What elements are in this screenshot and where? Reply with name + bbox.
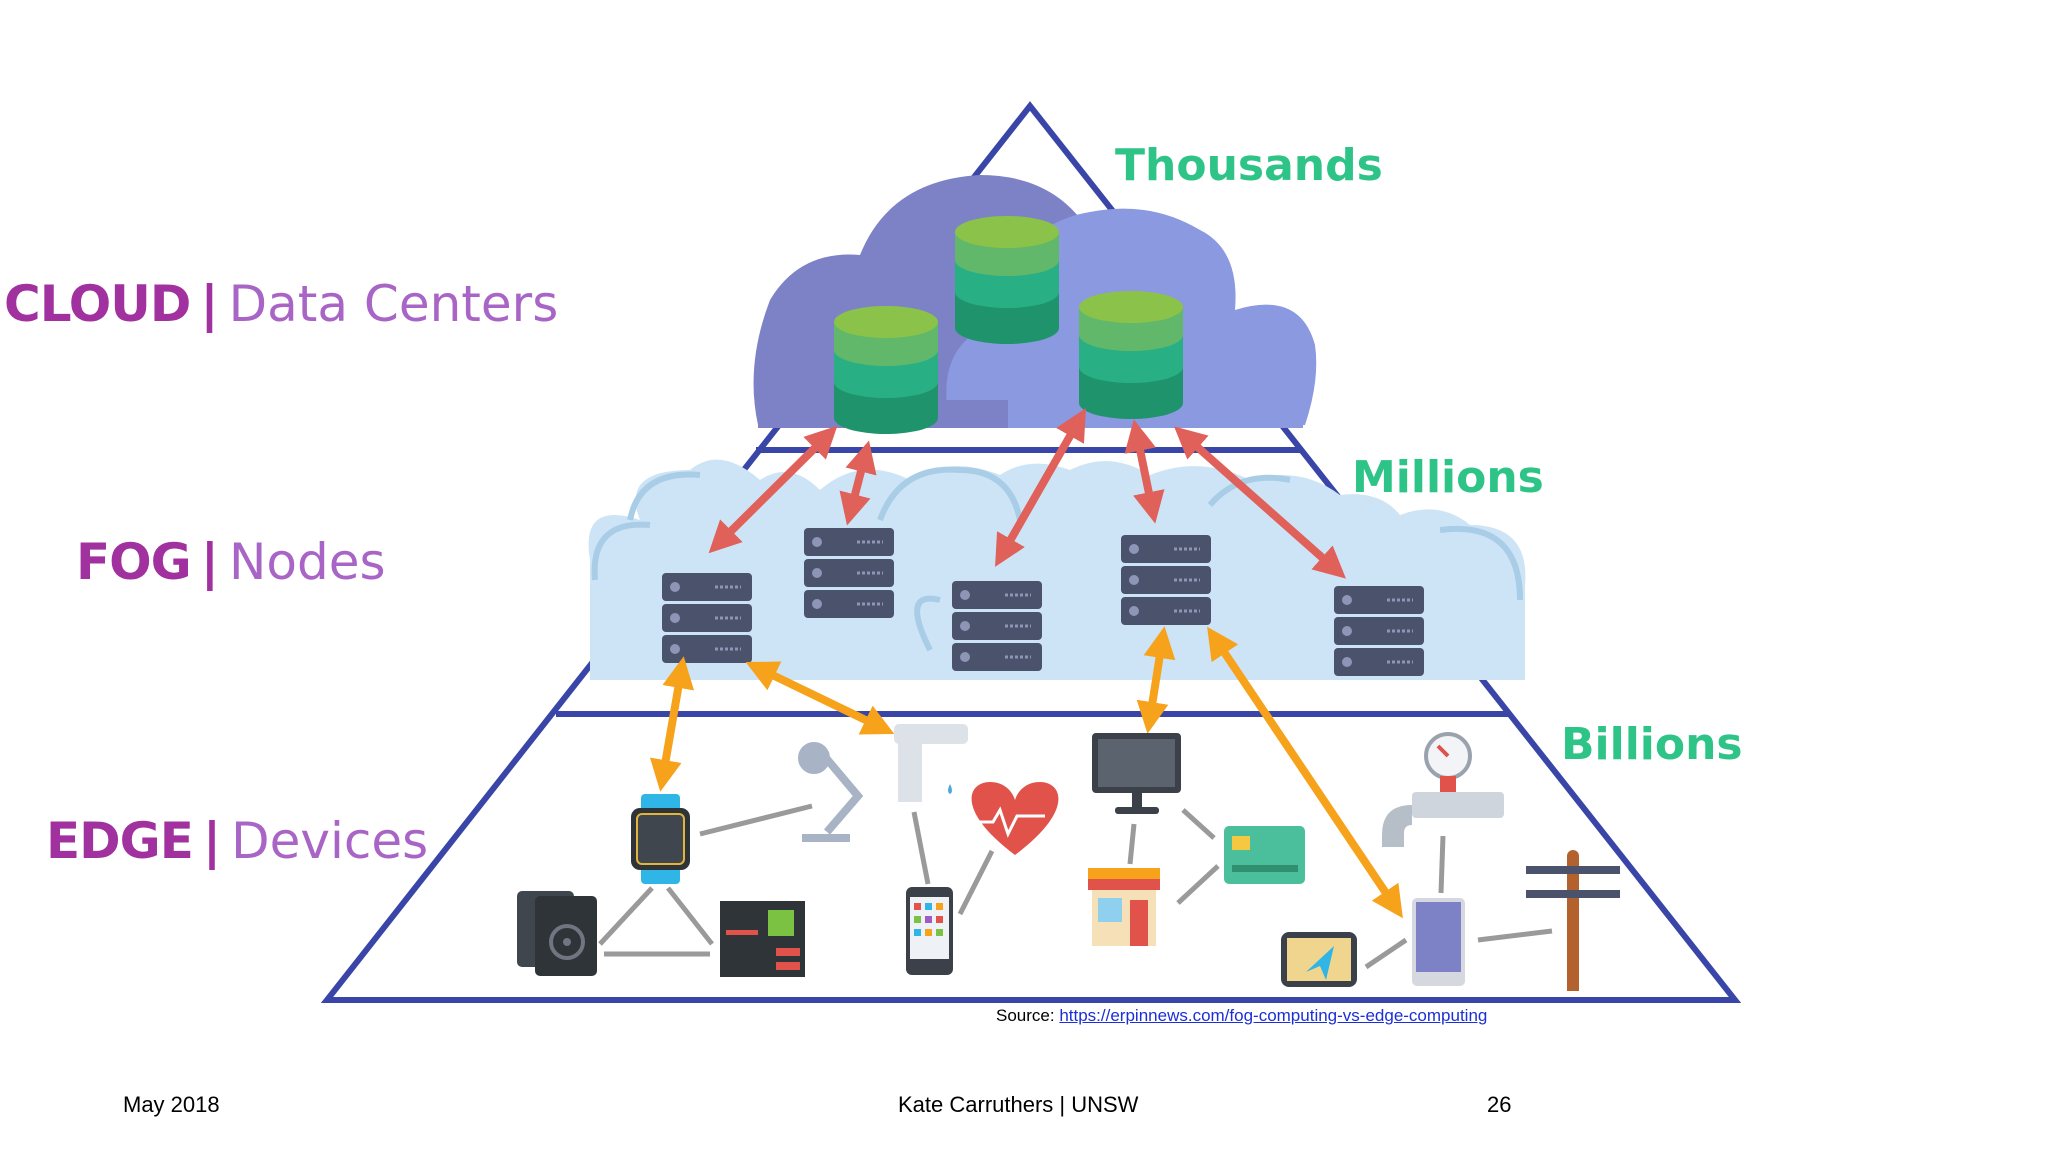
database-icon <box>834 306 938 434</box>
edge-tier-subtitle: Devices <box>231 812 429 870</box>
edge-count-label: Billions <box>1561 719 1743 770</box>
server-icon <box>1119 533 1213 627</box>
circuit-board-icon <box>720 901 805 977</box>
cloud-tier-label: CLOUD|Data Centers <box>4 275 559 333</box>
footer-date: May 2018 <box>123 1092 220 1117</box>
water-meter-icon <box>1382 732 1504 847</box>
smartwatch-icon <box>631 794 690 884</box>
fog-tier-title: FOG <box>76 533 192 591</box>
page-number: 26 <box>1487 1092 1512 1117</box>
cloud-count-label: Thousands <box>1115 140 1383 191</box>
credit-card-icon <box>1224 826 1305 884</box>
fog-tier-subtitle: Nodes <box>228 533 386 591</box>
database-icon <box>1079 291 1183 419</box>
cloud-fog-links <box>708 408 1346 579</box>
source-link[interactable]: https://erpinnews.com/fog-computing-vs-e… <box>1059 1006 1488 1025</box>
desk-lamp-icon <box>798 742 864 842</box>
monitor-icon <box>1092 733 1181 814</box>
edge-connections <box>598 803 1553 970</box>
cloud-tier-title: CLOUD <box>4 275 191 333</box>
storefront-icon <box>1088 868 1160 946</box>
edge-tier-title: EDGE <box>46 812 194 870</box>
power-pole-icon <box>1526 850 1620 991</box>
footer-author: Kate Carruthers | UNSW <box>898 1092 1139 1117</box>
tablet-icon <box>1412 898 1465 986</box>
server-icon <box>950 579 1044 673</box>
database-icon <box>955 216 1059 344</box>
heart-rate-icon <box>971 782 1059 855</box>
source-citation: Source: https://erpinnews.com/fog-comput… <box>996 1006 1487 1026</box>
server-icon <box>1332 584 1426 678</box>
fog-tier-label: FOG|Nodes <box>76 533 386 591</box>
source-prefix: Source: <box>996 1006 1055 1025</box>
hard-drive-icon <box>517 891 597 976</box>
smartphone-icon <box>906 887 953 975</box>
edge-tier-label: EDGE|Devices <box>46 812 429 870</box>
faucet-icon <box>894 724 968 802</box>
fog-count-label: Millions <box>1352 452 1544 503</box>
cloud-tier-subtitle: Data Centers <box>228 275 559 333</box>
gps-tablet-icon <box>1281 932 1357 987</box>
server-icon <box>802 526 896 620</box>
fog-edge-links <box>649 626 1403 919</box>
server-icon <box>660 571 754 665</box>
